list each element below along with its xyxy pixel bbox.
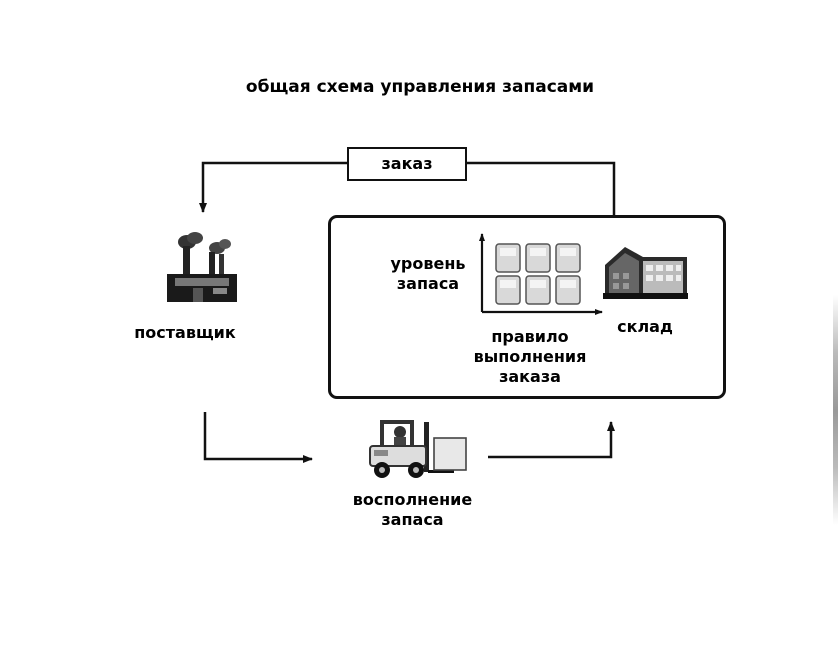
order-rule-label: правило выполнения заказа	[460, 327, 600, 387]
replenishment-label-line-2: запаса	[381, 510, 444, 529]
order-rule-label-line-2: выполнения	[473, 347, 587, 366]
order-label: заказ	[381, 154, 433, 173]
supplier-label: поставщик	[134, 323, 236, 342]
warehouse-frame	[328, 215, 726, 399]
supplier-to-replenishment-arrow	[203, 412, 313, 463]
diagram-title: общая схема управления запасами	[245, 77, 595, 97]
factory-icon	[167, 232, 237, 302]
forklift-icon	[369, 420, 467, 478]
stock-shelves-icon	[479, 233, 603, 315]
scan-edge-shadow	[833, 295, 838, 525]
stock-level-label-line-2: запаса	[396, 274, 460, 293]
order-box: заказ	[347, 147, 467, 181]
warehouse-label: склад	[617, 317, 673, 336]
order-to-supplier-arrow	[199, 161, 347, 213]
order-rule-label-line-3: заказа	[499, 367, 561, 386]
order-rule-label-line-1: правило	[491, 327, 569, 346]
stock-level-label-line-1: уровень	[390, 254, 466, 273]
replenishment-label-line-1: восполнение	[352, 490, 473, 509]
order-flow-line	[467, 161, 616, 215]
warehouse-building-icon	[603, 247, 688, 299]
replenishment-to-warehouse-arrow	[488, 421, 615, 459]
stock-level-label: уровень запаса	[378, 254, 478, 294]
replenishment-label: восполнение запаса	[340, 490, 485, 530]
